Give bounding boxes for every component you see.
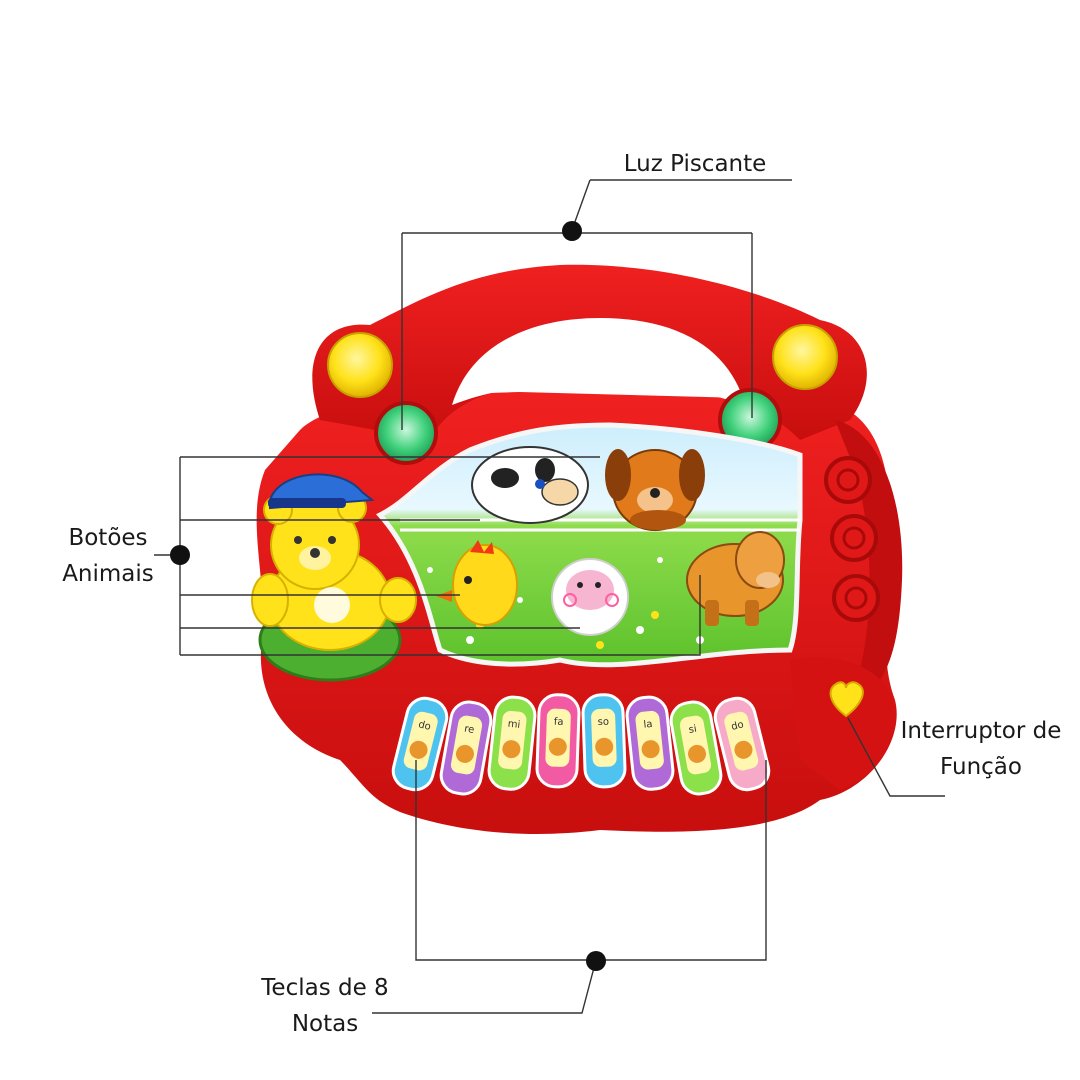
- teclas-line-2: Notas: [291, 1011, 359, 1037]
- flash-light-left: [374, 401, 438, 465]
- horse-icon[interactable]: [686, 531, 785, 626]
- handle-opening: [452, 318, 745, 405]
- bear-icon[interactable]: [251, 473, 417, 682]
- animal-scene: [375, 422, 803, 668]
- piano-key-8[interactable]: do: [711, 695, 772, 794]
- dog-icon[interactable]: [605, 449, 705, 531]
- dot-luz: [562, 221, 582, 241]
- interruptor-line-2: Função: [940, 754, 1022, 780]
- luz-piscante-text: Luz Piscante: [623, 151, 767, 177]
- piano-keys: do re mi fa so la si do: [389, 693, 772, 797]
- callout-dots: [170, 221, 606, 971]
- dot-teclas: [586, 951, 606, 971]
- piano-key-note: do: [417, 719, 432, 733]
- callout-lines: [154, 179, 945, 1014]
- piano-key-note: fa: [554, 717, 564, 728]
- piano-key-note: si: [688, 724, 698, 736]
- piano-key-5[interactable]: so: [581, 693, 627, 789]
- piano-key-7[interactable]: si: [668, 699, 723, 797]
- chick-icon[interactable]: [436, 540, 518, 626]
- dot-botoes: [170, 545, 190, 565]
- yellow-bulb-left: [327, 332, 393, 398]
- piano-key-note: re: [463, 723, 475, 736]
- piano-key-1[interactable]: do: [389, 695, 450, 794]
- botoes-line-2: Animais: [62, 561, 154, 587]
- botoes-line-1: Botões: [68, 525, 148, 551]
- piano-key-note: la: [643, 719, 653, 731]
- heart-icon[interactable]: [829, 681, 864, 718]
- speaker-area: [790, 657, 894, 790]
- label-interruptor: Interruptor de Função: [888, 713, 1074, 785]
- label-teclas: Teclas de 8 Notas: [240, 970, 410, 1042]
- side-button-1[interactable]: [824, 456, 872, 504]
- piano-key-note: so: [598, 717, 610, 728]
- piano-key-2[interactable]: re: [438, 699, 493, 797]
- side-button-3[interactable]: [832, 574, 880, 622]
- sheep-icon[interactable]: [551, 558, 629, 636]
- side-buttons: [824, 456, 880, 622]
- label-luz-piscante: Luz Piscante: [590, 146, 800, 182]
- cow-icon[interactable]: [471, 446, 589, 524]
- piano-key-4[interactable]: fa: [535, 693, 581, 789]
- interruptor-line-1: Interruptor de: [900, 718, 1062, 744]
- piano-key-6[interactable]: la: [625, 695, 675, 791]
- label-botoes-animais: Botões Animais: [40, 520, 176, 592]
- piano-key-note: do: [730, 719, 745, 733]
- piano-key-note: mi: [507, 719, 521, 731]
- piano-key-3[interactable]: mi: [487, 695, 537, 791]
- yellow-bulb-right: [772, 324, 838, 390]
- teclas-line-1: Teclas de 8: [261, 975, 389, 1001]
- side-button-2[interactable]: [830, 514, 878, 562]
